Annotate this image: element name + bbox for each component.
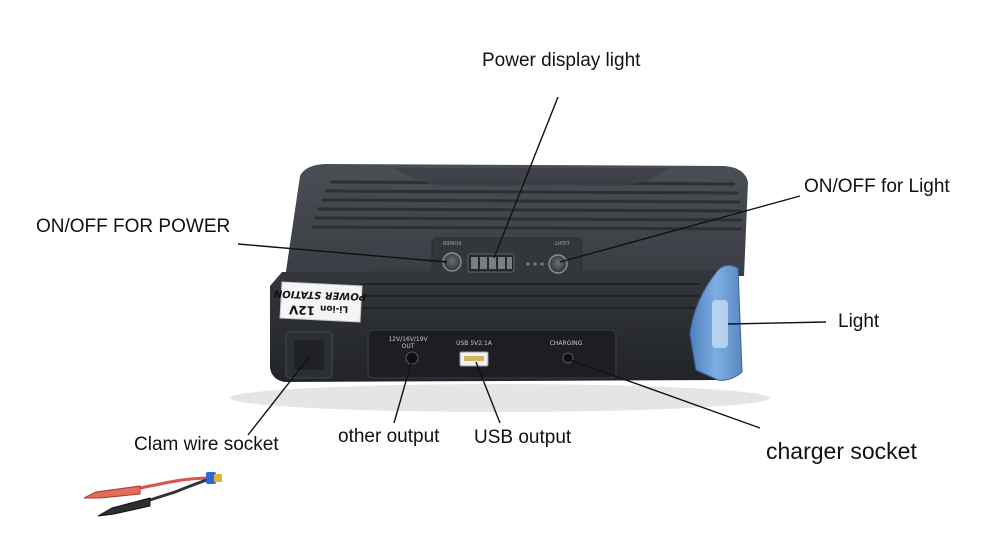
label-light: Light <box>838 311 880 332</box>
plate-voltage: 12V <box>288 303 315 318</box>
label-usb-output: USB output <box>474 427 572 448</box>
button-caption-power: POWER <box>442 239 461 245</box>
dc-output-jack <box>405 351 419 365</box>
device-shadow <box>230 384 770 412</box>
leader-lines <box>237 96 827 436</box>
label-clam-wire-socket: Clam wire socket <box>134 434 279 455</box>
port-caption-dc-1: 12V/16V/19V <box>388 336 428 343</box>
port-caption-usb: USB 5V2.1A <box>456 340 493 347</box>
usb-port-tongue <box>464 356 484 361</box>
light-button[interactable] <box>548 254 568 274</box>
light-lens <box>712 300 728 348</box>
front-grooves <box>360 283 700 309</box>
clamp-socket-inner <box>294 340 324 370</box>
label-other-output: other output <box>338 426 440 447</box>
light-indicator-dots <box>526 262 544 266</box>
button-caption-light: LIGHT <box>554 239 570 245</box>
port-bezel <box>367 329 617 379</box>
plate-chem: Li-ion <box>320 303 349 314</box>
plate-brand: POWER STATION <box>273 287 366 301</box>
label-on-off-light: ON/OFF for Light <box>804 176 950 197</box>
label-plate <box>279 281 363 323</box>
label-charger-socket: charger socket <box>766 438 917 464</box>
top-notch <box>395 168 668 186</box>
battery-led-bar <box>467 253 515 273</box>
label-power-display-light: Power display light <box>482 50 641 71</box>
charging-jack <box>562 352 574 364</box>
label-on-off-power: ON/OFF FOR POWER <box>36 216 231 237</box>
jumper-clamps <box>83 472 222 517</box>
port-caption-charging: CHARGING <box>550 340 583 347</box>
port-caption-dc-2: OUT <box>402 343 415 350</box>
